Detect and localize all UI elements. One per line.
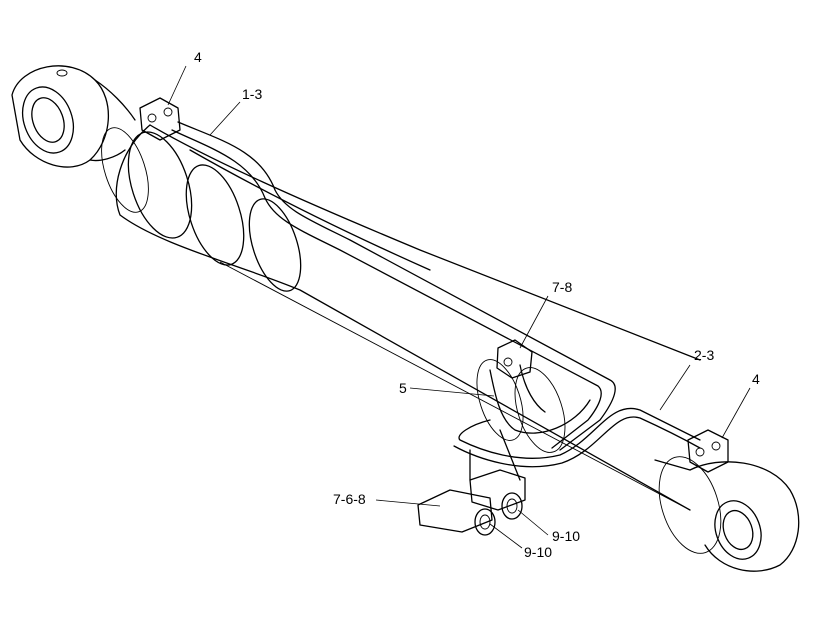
- label-2-3: 2-3: [694, 347, 714, 363]
- valve-block: [417, 469, 526, 533]
- label-7-6-8: 7-6-8: [333, 491, 366, 507]
- label-4-top-left: 4: [194, 49, 202, 65]
- clamp-mid: [496, 339, 533, 379]
- label-9-10-upper: 9-10: [552, 528, 580, 544]
- label-9-10-lower: 9-10: [524, 544, 552, 560]
- label-4-right: 4: [752, 371, 760, 387]
- fitting-9-10-upper: [501, 492, 523, 520]
- cylinder-barrel: [101, 124, 701, 511]
- saddle-bracket-5: [469, 364, 591, 481]
- label-7-8: 7-8: [552, 279, 572, 295]
- clamp-right: [687, 429, 729, 473]
- head-end-eye-right: [654, 456, 800, 572]
- leader-lines: [167, 65, 751, 549]
- label-1-3: 1-3: [242, 86, 262, 102]
- fitting-9-10-lower: [474, 508, 496, 536]
- tube-1-3: [171, 121, 616, 451]
- clamp-top-left: [139, 97, 181, 141]
- rod-end-eye-left: [11, 65, 136, 168]
- tube-2-3: [453, 407, 701, 468]
- label-5: 5: [399, 380, 407, 396]
